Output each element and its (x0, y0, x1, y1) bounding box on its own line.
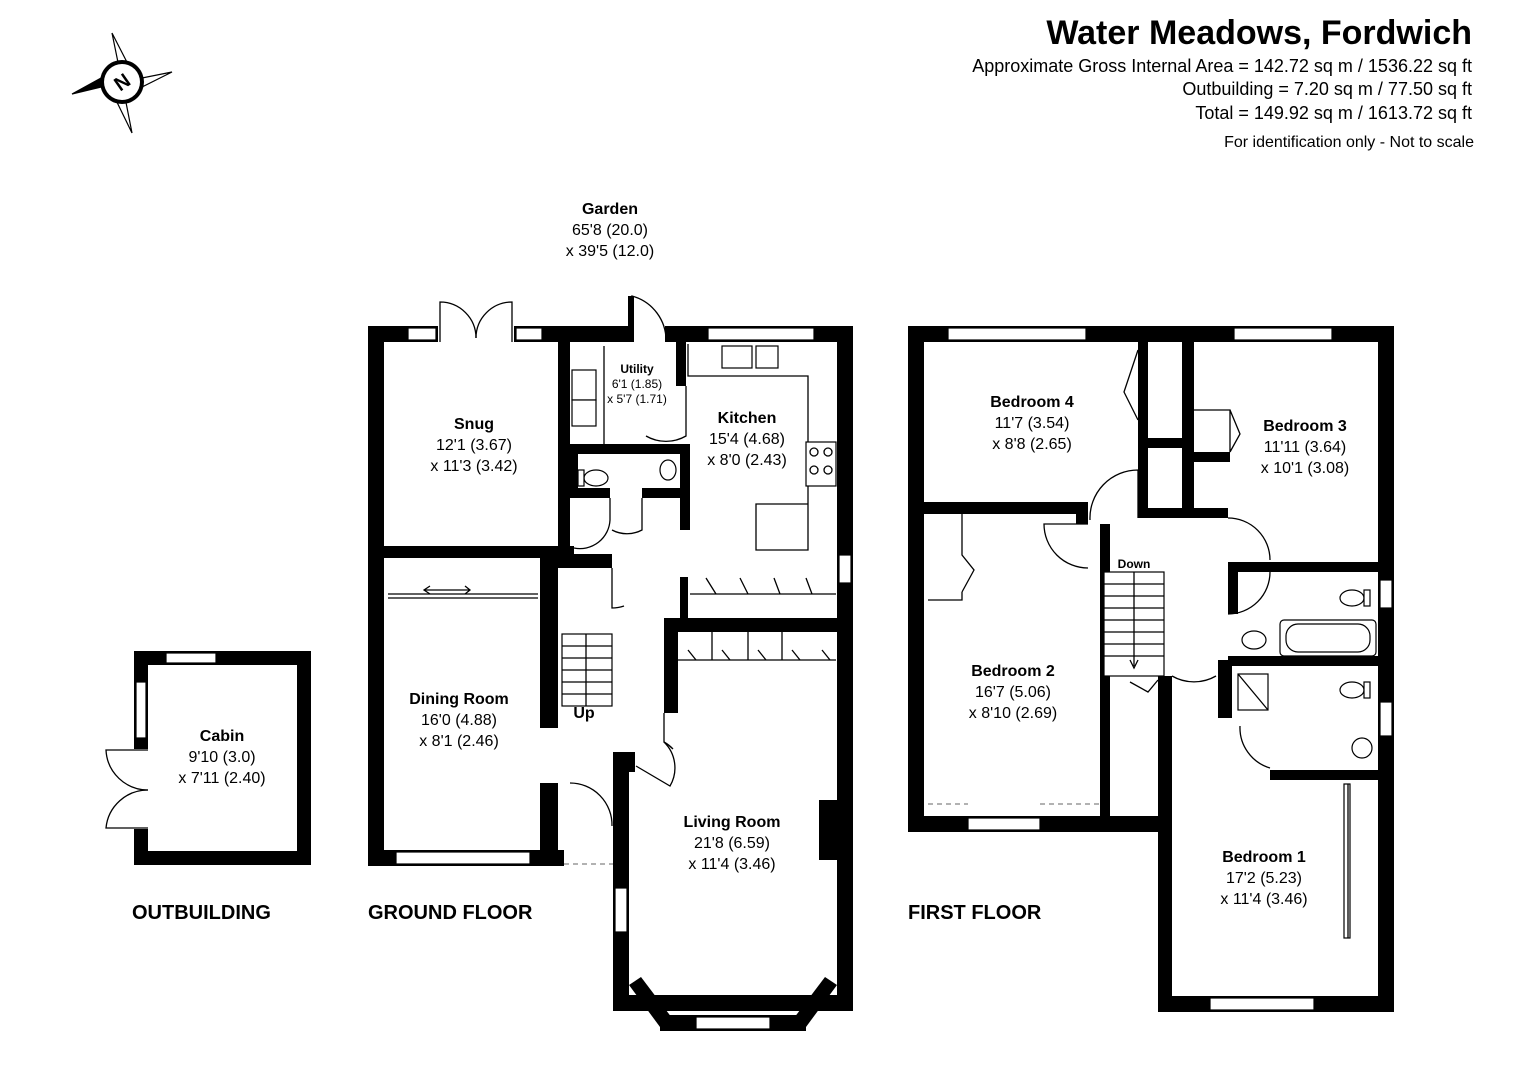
room-dim-metric: x 11'4 (3.46) (688, 856, 776, 873)
compass-rose-icon: N (71, 32, 173, 134)
property-title: Water Meadows, Fordwich (1046, 14, 1472, 52)
room-dim-metric: x 5'7 (1.71) (607, 392, 667, 406)
room-label-bedroom-2: Bedroom 2 16'7 (5.06) x 8'10 (2.69) (969, 661, 1057, 724)
room-dim-metric: x 10'1 (3.08) (1260, 460, 1350, 477)
ground-floor-plan (368, 295, 853, 1031)
room-dim-metric: x 8'0 (2.43) (707, 452, 787, 469)
storage-cupboards (678, 577, 836, 661)
toilet-icon (1339, 681, 1371, 699)
room-label-bedroom-1: Bedroom 1 17'2 (5.23) x 11'4 (3.46) (1220, 847, 1307, 910)
toilet-icon (1339, 589, 1371, 607)
garden-label: Garden 65'8 (20.0) x 39'5 (12.0) (566, 199, 654, 262)
room-name: Snug (454, 416, 494, 433)
floor-label-outbuilding: OUTBUILDING (132, 902, 271, 924)
garden-name: Garden (581, 201, 638, 218)
stairs-up-icon (561, 633, 613, 707)
gross-area-text: Approximate Gross Internal Area = 142.72… (972, 56, 1472, 76)
room-dim-imperial: 16'7 (5.06) (975, 684, 1051, 701)
room-dim-imperial: 11'11 (3.64) (1263, 439, 1347, 456)
room-name: Utility (620, 362, 654, 376)
first-floor-plan (908, 326, 1394, 1012)
room-dim-metric: x 8'1 (2.46) (419, 733, 499, 750)
room-name: Living Room (683, 814, 781, 831)
basin-icon (1351, 737, 1373, 759)
room-dim-metric: x 8'8 (2.65) (992, 436, 1072, 453)
garden-dim2: x 39'5 (12.0) (565, 243, 655, 260)
room-name: Kitchen (717, 410, 777, 427)
room-label-bedroom-4: Bedroom 4 11'7 (3.54) x 8'8 (2.65) (990, 392, 1074, 455)
outbuilding-plan (105, 651, 311, 865)
room-dim-imperial: 9'10 (3.0) (188, 749, 256, 766)
room-name: Bedroom 4 (990, 394, 1074, 411)
room-dim-imperial: 15'4 (4.68) (708, 431, 785, 448)
room-label-cabin: Cabin 9'10 (3.0) x 7'11 (2.40) (178, 726, 265, 789)
floor-label-ground: GROUND FLOOR (368, 902, 533, 924)
room-name: Cabin (199, 728, 245, 745)
room-label-utility: Utility 6'1 (1.85) x 5'7 (1.71) (607, 362, 667, 407)
room-name: Dining Room (409, 691, 509, 708)
basin-icon (659, 459, 677, 481)
room-label-bedroom-3: Bedroom 3 11'11 (3.64) x 10'1 (3.08) (1261, 416, 1349, 479)
room-name: Bedroom 1 (1222, 849, 1306, 866)
room-dim-imperial: 12'1 (3.67) (436, 437, 512, 454)
room-dim-imperial: 21'8 (6.59) (693, 835, 770, 852)
room-dim-imperial: 6'1 (1.85) (611, 377, 663, 391)
total-area-text: Total = 149.92 sq m / 1613.72 sq ft (1195, 103, 1472, 123)
basin-icon (1241, 630, 1267, 650)
garden-dim1: 65'8 (20.0) (572, 222, 648, 239)
kitchen-units (687, 344, 837, 551)
shower-icon (1237, 673, 1269, 711)
room-name: Bedroom 3 (1263, 418, 1347, 435)
room-label-living-room: Living Room 21'8 (6.59) x 11'4 (3.46) (684, 812, 781, 875)
bathtub-icon (1279, 619, 1377, 657)
stairs-down-label: Down (1117, 557, 1151, 571)
room-dim-metric: x 11'3 (3.42) (430, 458, 518, 475)
room-name: Bedroom 2 (971, 663, 1055, 680)
floor-label-first: FIRST FLOOR (908, 902, 1042, 924)
room-dim-metric: x 11'4 (3.46) (1220, 891, 1308, 908)
room-dim-imperial: 17'2 (5.23) (1226, 870, 1302, 887)
room-label-dining-room: Dining Room 16'0 (4.88) x 8'1 (2.46) (409, 689, 509, 752)
room-label-snug: Snug 12'1 (3.67) x 11'3 (3.42) (430, 414, 517, 477)
room-dim-imperial: 16'0 (4.88) (420, 712, 497, 729)
room-dim-metric: x 7'11 (2.40) (178, 770, 266, 787)
toilet-icon (577, 469, 609, 487)
room-label-kitchen: Kitchen 15'4 (4.68) x 8'0 (2.43) (707, 408, 787, 471)
stairs-up-label: Up (573, 705, 595, 722)
outbuilding-area-text: Outbuilding = 7.20 sq m / 77.50 sq ft (1182, 79, 1472, 99)
stairs-down-icon (1103, 571, 1165, 677)
disclaimer-text: For identification only - Not to scale (1224, 134, 1474, 151)
room-dim-metric: x 8'10 (2.69) (968, 705, 1058, 722)
room-dim-imperial: 11'7 (3.54) (994, 415, 1070, 432)
